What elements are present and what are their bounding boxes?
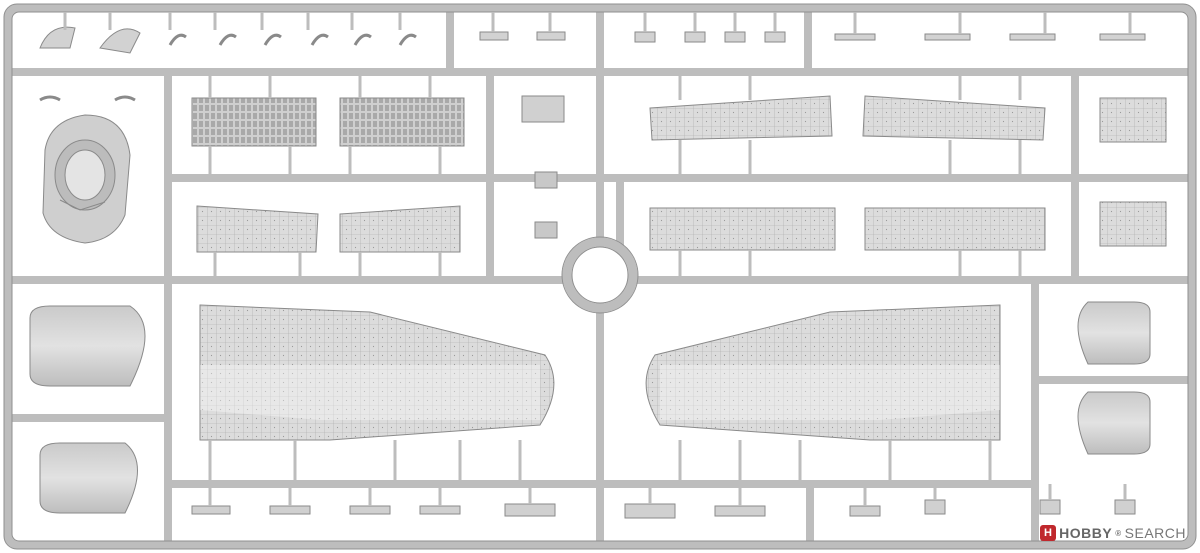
watermark: H HOBBY ® SEARCH [1040, 525, 1186, 541]
watermark-registered: ® [1115, 528, 1122, 538]
watermark-suffix: SEARCH [1124, 525, 1186, 541]
hobbysearch-logo-icon: H [1040, 525, 1057, 541]
sprue-runner [4, 4, 1196, 549]
watermark-brand: HOBBY [1059, 525, 1113, 541]
